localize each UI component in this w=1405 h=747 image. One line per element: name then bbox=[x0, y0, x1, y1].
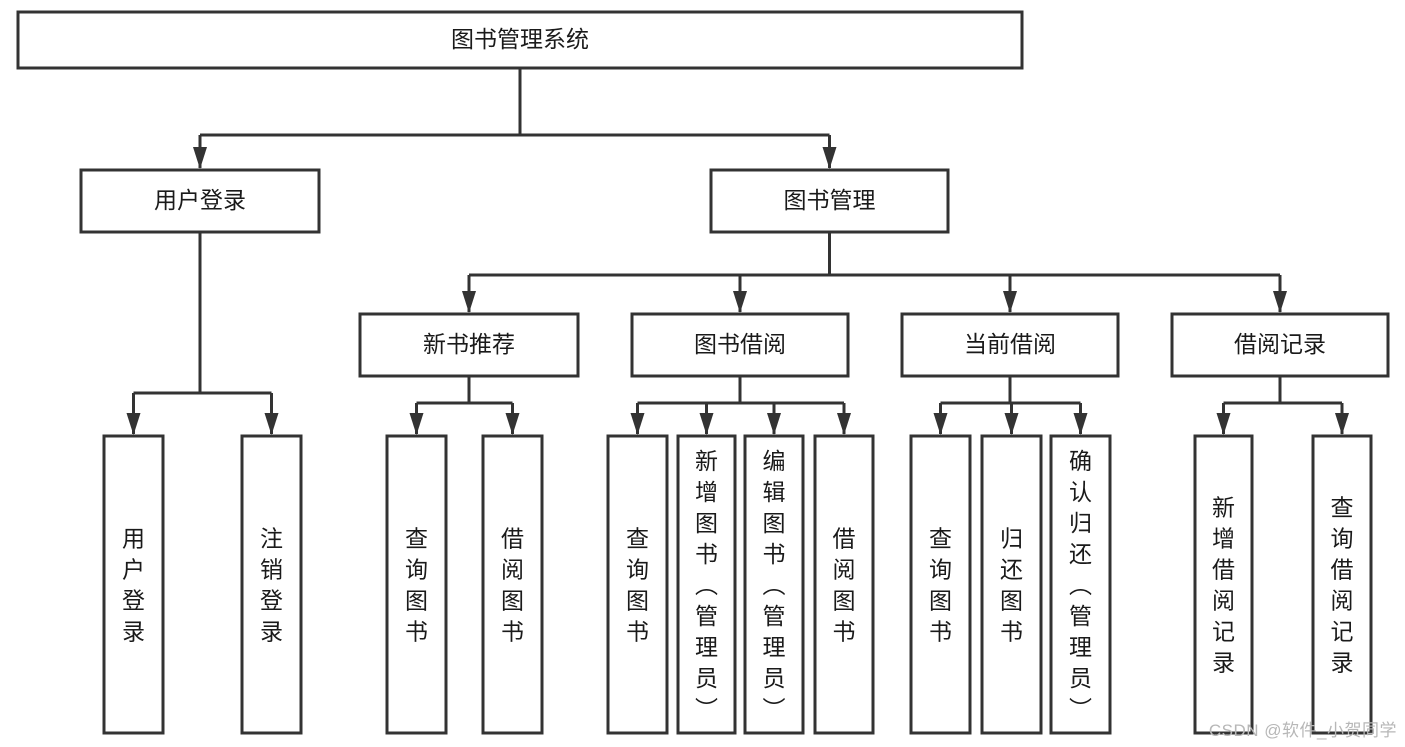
node-box[interactable] bbox=[1049, 434, 1112, 735]
node-leaf3[interactable]: 查询图书 bbox=[385, 434, 448, 735]
node-box[interactable] bbox=[743, 434, 805, 735]
node-label: 新书推荐 bbox=[423, 331, 515, 357]
node-box[interactable] bbox=[240, 434, 303, 735]
node-label: 图书管理 bbox=[784, 187, 876, 213]
node-label: 当前借阅 bbox=[964, 331, 1056, 357]
node-box[interactable] bbox=[358, 312, 580, 378]
node-label: 借阅图书 bbox=[501, 526, 524, 645]
node-label: 借阅图书 bbox=[833, 526, 856, 645]
node-box[interactable] bbox=[606, 434, 669, 735]
node-label: 查询借阅记录 bbox=[1331, 495, 1354, 676]
node-label: 确认归还︵管理员︶ bbox=[1069, 448, 1092, 722]
node-leaf7[interactable]: 编辑图书︵管理员︶ bbox=[743, 434, 805, 735]
node-leaf13[interactable]: 查询借阅记录 bbox=[1311, 434, 1373, 735]
node-leaf9[interactable]: 查询图书 bbox=[909, 434, 972, 735]
connector-arrowhead bbox=[409, 413, 424, 435]
node-box[interactable] bbox=[630, 312, 850, 378]
connector-arrowhead bbox=[630, 413, 645, 435]
connector-arrowhead bbox=[1335, 413, 1349, 435]
connector-arrowhead bbox=[505, 413, 520, 435]
node-leaf4[interactable]: 借阅图书 bbox=[481, 434, 544, 735]
node-box[interactable] bbox=[813, 434, 875, 735]
node-box[interactable] bbox=[481, 434, 544, 735]
connector-arrowhead bbox=[462, 291, 476, 313]
node-layer: 图书管理系统用户登录图书管理新书推荐图书借阅当前借阅借阅记录用户登录注销登录查询… bbox=[16, 10, 1390, 735]
connector-arrowhead bbox=[1216, 413, 1231, 435]
node-box[interactable] bbox=[102, 434, 165, 735]
connector-arrowhead bbox=[1003, 291, 1017, 313]
node-box[interactable] bbox=[709, 168, 950, 234]
node-box[interactable] bbox=[385, 434, 448, 735]
node-leaf11[interactable]: 确认归还︵管理员︶ bbox=[1049, 434, 1112, 735]
node-label: 用户登录 bbox=[154, 187, 246, 213]
node-newbook[interactable]: 新书推荐 bbox=[358, 312, 580, 378]
node-label: 用户登录 bbox=[122, 526, 145, 645]
node-label: 图书借阅 bbox=[694, 331, 786, 357]
connector-arrowhead bbox=[1273, 291, 1287, 313]
node-label: 查询图书 bbox=[405, 526, 428, 645]
connector-arrowhead bbox=[933, 413, 948, 435]
connector-arrowhead bbox=[822, 147, 837, 169]
node-box[interactable] bbox=[1170, 312, 1390, 378]
node-box[interactable] bbox=[676, 434, 737, 735]
connector-arrowhead bbox=[733, 291, 747, 313]
node-leaf10[interactable]: 归还图书 bbox=[980, 434, 1043, 735]
node-box[interactable] bbox=[909, 434, 972, 735]
connector-arrowhead bbox=[1004, 413, 1019, 435]
node-login[interactable]: 用户登录 bbox=[79, 168, 321, 234]
node-label: 借阅记录 bbox=[1234, 331, 1326, 357]
node-label: 编辑图书︵管理员︶ bbox=[763, 448, 786, 722]
node-box[interactable] bbox=[79, 168, 321, 234]
connector-arrowhead bbox=[126, 413, 141, 435]
node-leaf2[interactable]: 注销登录 bbox=[240, 434, 303, 735]
node-label: 注销登录 bbox=[260, 526, 283, 645]
node-bookmgmt[interactable]: 图书管理 bbox=[709, 168, 950, 234]
node-box[interactable] bbox=[900, 312, 1120, 378]
node-label: 图书管理系统 bbox=[451, 26, 589, 52]
node-leaf8[interactable]: 借阅图书 bbox=[813, 434, 875, 735]
node-borrow[interactable]: 图书借阅 bbox=[630, 312, 850, 378]
connector-layer bbox=[126, 68, 1349, 435]
node-label: 新增借阅记录 bbox=[1212, 495, 1235, 676]
node-label: 归还图书 bbox=[1000, 526, 1023, 645]
node-root[interactable]: 图书管理系统 bbox=[16, 10, 1024, 70]
connector-arrowhead bbox=[837, 413, 851, 435]
node-label: 新增图书︵管理员︶ bbox=[695, 448, 718, 722]
connector-arrowhead bbox=[1073, 413, 1088, 435]
node-leaf1[interactable]: 用户登录 bbox=[102, 434, 165, 735]
connector-arrowhead bbox=[699, 413, 714, 435]
node-box[interactable] bbox=[16, 10, 1024, 70]
node-current[interactable]: 当前借阅 bbox=[900, 312, 1120, 378]
node-box[interactable] bbox=[980, 434, 1043, 735]
node-label: 查询图书 bbox=[929, 526, 952, 645]
node-box[interactable] bbox=[1311, 434, 1373, 735]
node-leaf6[interactable]: 新增图书︵管理员︶ bbox=[676, 434, 737, 735]
node-leaf5[interactable]: 查询图书 bbox=[606, 434, 669, 735]
node-records[interactable]: 借阅记录 bbox=[1170, 312, 1390, 378]
node-label: 查询图书 bbox=[626, 526, 649, 645]
connector-arrowhead bbox=[264, 413, 279, 435]
connector-arrowhead bbox=[193, 147, 207, 169]
connector-arrowhead bbox=[767, 413, 781, 435]
node-box[interactable] bbox=[1193, 434, 1254, 735]
node-leaf12[interactable]: 新增借阅记录 bbox=[1193, 434, 1254, 735]
